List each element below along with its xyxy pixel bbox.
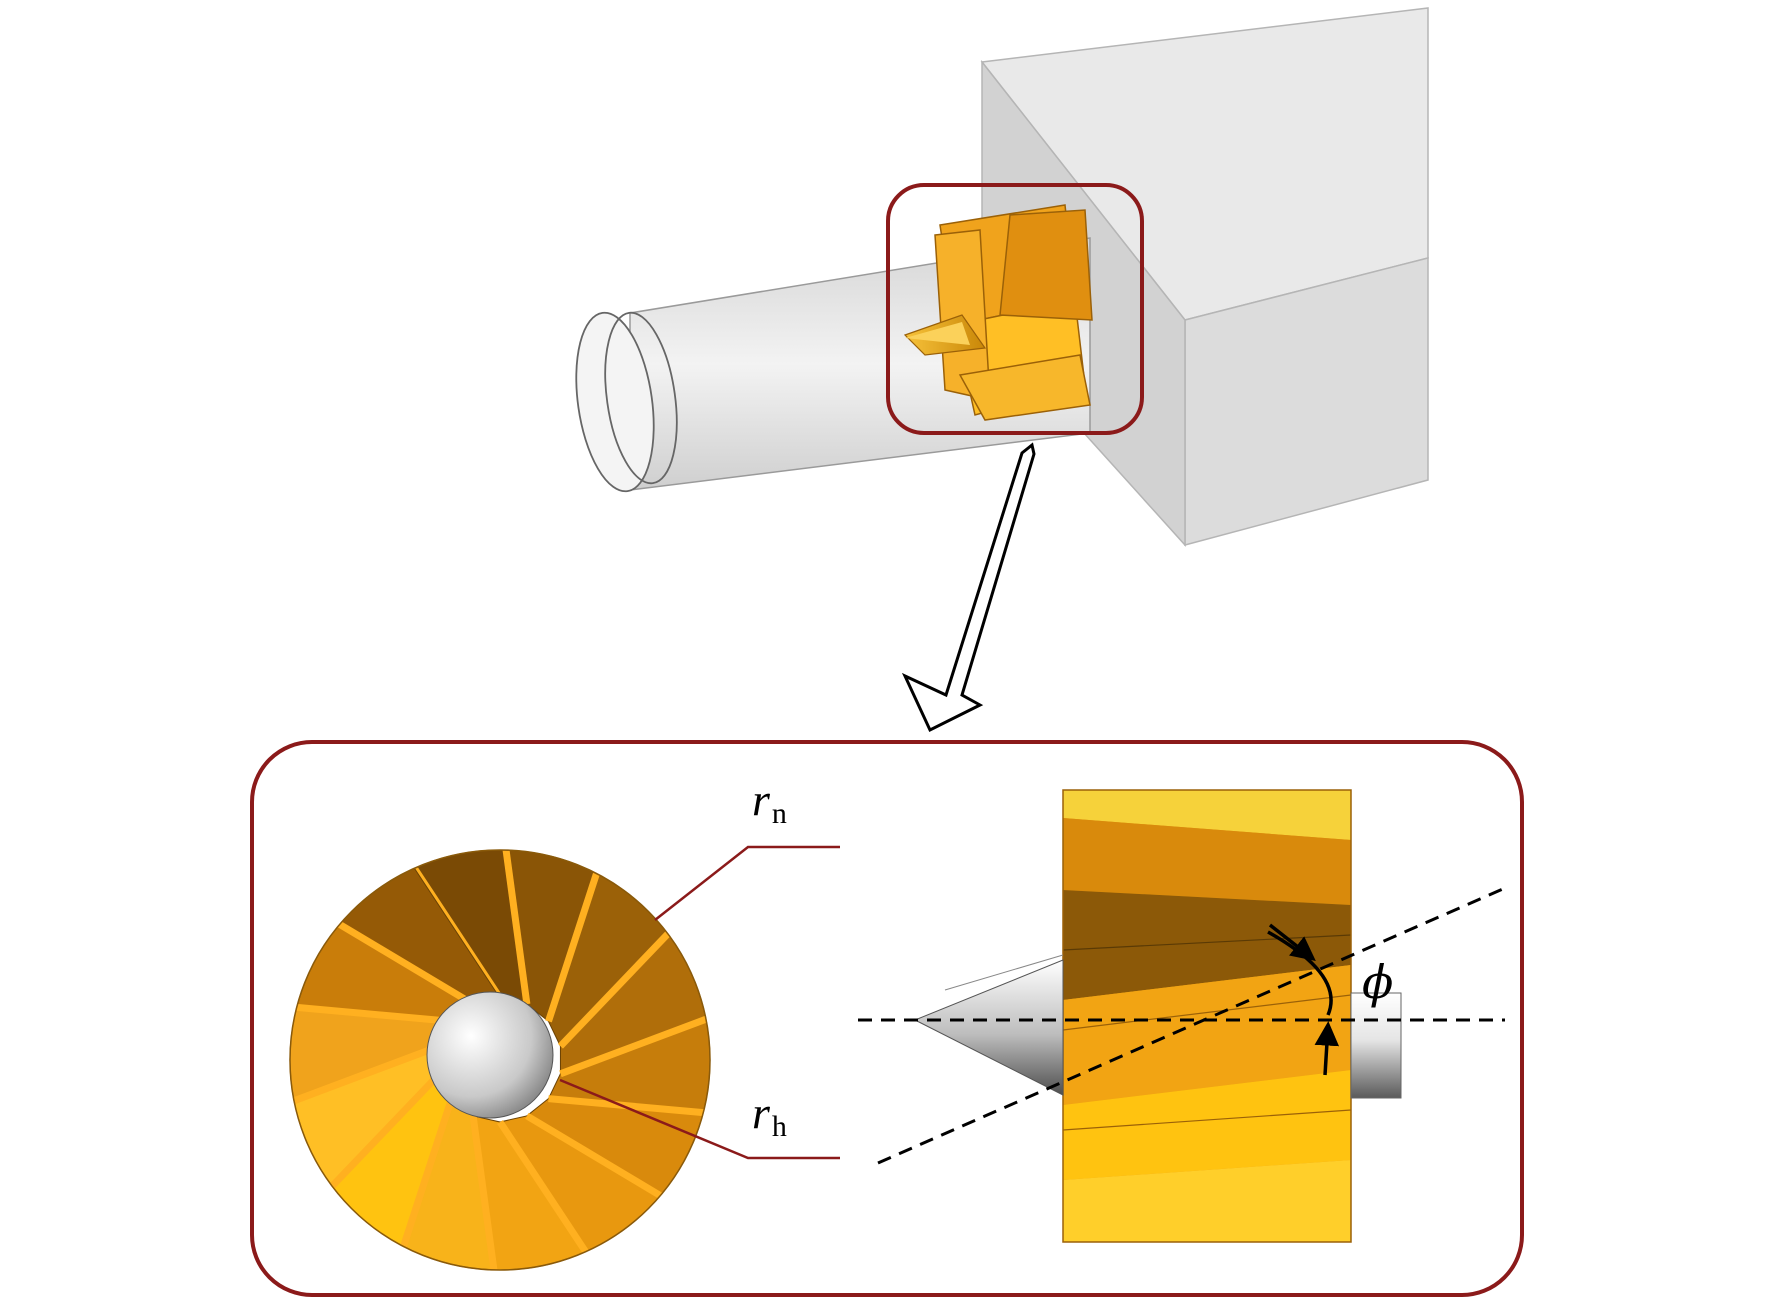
vane-edge [292, 1042, 441, 1105]
shaft [1350, 992, 1402, 1099]
hub-cone [426, 991, 554, 1119]
vane-edge [400, 1097, 455, 1248]
vane-edge [545, 872, 600, 1023]
swirler-side-view [913, 789, 1402, 1243]
vane-edge [329, 1071, 443, 1189]
vane-edge [337, 921, 475, 1008]
angle-arc [1267, 930, 1333, 1016]
vane-edge [469, 1115, 498, 1271]
vane-edge [296, 1003, 452, 1025]
hub-radius-leader [559, 1078, 840, 1160]
vane-edge [559, 1015, 708, 1078]
vane-edge [497, 1120, 589, 1254]
detail-panel-frame [250, 740, 1524, 1297]
outer-radius-leader [654, 845, 840, 921]
swirler-3d [903, 204, 1093, 421]
hub-radius-label: rh [752, 1087, 787, 1143]
swirler-front-view [289, 849, 711, 1271]
zoom-region-frame [886, 183, 1144, 435]
vane-edge [548, 1095, 704, 1117]
outer-radius-label: rn [752, 774, 787, 830]
vane-edge [525, 1112, 663, 1199]
isometric-view [575, 7, 1429, 733]
cone-tip [913, 959, 1064, 1096]
vane-edge [557, 931, 671, 1049]
blade-angle-label: ϕ [1362, 955, 1393, 1009]
zoom-arrow [901, 442, 1036, 733]
vane-edge [502, 849, 531, 1005]
